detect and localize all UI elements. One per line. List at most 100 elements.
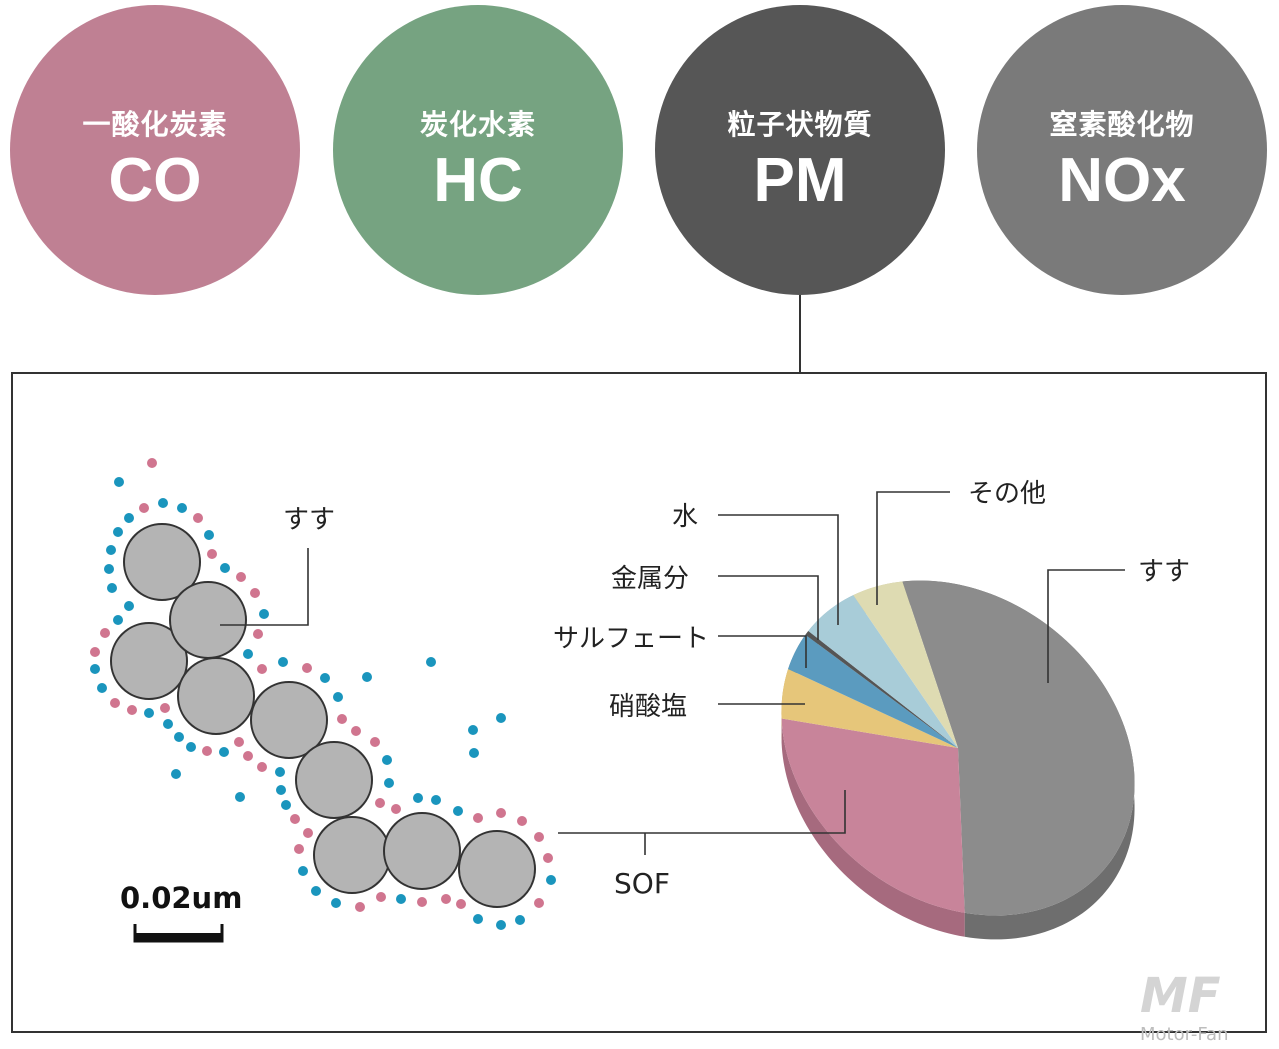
watermark-text: Motor-Fan — [1140, 1024, 1229, 1045]
blue-dot — [174, 732, 184, 742]
blue-dot — [413, 793, 423, 803]
pink-dot — [376, 892, 386, 902]
pie-slice-1 — [781, 718, 965, 913]
soot-sphere — [383, 812, 461, 890]
pie-chart — [781, 580, 1135, 916]
blue-dot — [220, 563, 230, 573]
soot-sphere — [295, 741, 373, 819]
pink-dot — [147, 458, 157, 468]
blue-dot — [311, 886, 321, 896]
blue-dot — [243, 649, 253, 659]
pie-slice-0 — [902, 580, 1135, 916]
pink-dot — [543, 853, 553, 863]
soot-sphere — [313, 816, 391, 894]
blue-dot — [177, 503, 187, 513]
pink-dot — [234, 737, 244, 747]
blue-dot — [186, 742, 196, 752]
pink-dot — [236, 572, 246, 582]
blue-dot — [275, 767, 285, 777]
blue-dot — [278, 657, 288, 667]
soot-particles — [110, 523, 536, 908]
blue-dot — [113, 615, 123, 625]
pink-dot — [253, 629, 263, 639]
pie-leaders — [558, 491, 1125, 855]
pink-dot — [193, 513, 203, 523]
blue-dot — [281, 800, 291, 810]
blue-dot — [235, 792, 245, 802]
blue-dot — [496, 713, 506, 723]
pink-dot — [202, 746, 212, 756]
blue-dot — [331, 898, 341, 908]
pie-slice-6 — [853, 581, 958, 748]
watermark-mark: MF — [1140, 968, 1221, 1024]
pie-label-metal: 金属分 — [611, 564, 689, 594]
pie-side-1 — [781, 718, 965, 937]
blue-dot — [473, 914, 483, 924]
leader-soot — [1047, 569, 1125, 683]
pollutant-co: 一酸化炭素 CO — [10, 5, 300, 295]
blue-dot — [97, 683, 107, 693]
leader-other — [876, 491, 950, 605]
pollutant-symbol: NOx — [1058, 146, 1186, 215]
pink-dot — [290, 814, 300, 824]
pink-dot — [243, 751, 253, 761]
pink-dot — [160, 703, 170, 713]
soot-sphere — [123, 523, 201, 601]
pink-dot — [207, 549, 217, 559]
pink-dot — [303, 828, 313, 838]
pie-label-sulfate: サルフェート — [553, 624, 709, 654]
pink-dot — [534, 832, 544, 842]
leader-sulfate — [718, 635, 807, 668]
pie-slice-3 — [788, 634, 958, 748]
blue-dot — [158, 498, 168, 508]
pie-label-sof: SOF — [614, 867, 670, 900]
blue-dot — [259, 609, 269, 619]
blue-dot — [144, 708, 154, 718]
pie-slice-4 — [805, 631, 958, 748]
pie-label-water: 水 — [672, 502, 698, 532]
blue-dot — [113, 527, 123, 537]
pollutant-symbol: HC — [433, 146, 523, 215]
pink-dot — [534, 898, 544, 908]
pink-dot — [110, 698, 120, 708]
soot-sphere — [250, 681, 328, 759]
blue-dot — [219, 747, 229, 757]
pink-dot — [257, 664, 267, 674]
blue-dot — [468, 725, 478, 735]
blue-dot — [453, 806, 463, 816]
soot-sphere — [110, 622, 188, 700]
blue-dot — [171, 769, 181, 779]
leader-sof — [558, 790, 846, 834]
scale-bar-fill — [135, 933, 222, 941]
scale-label: 0.02um — [120, 881, 242, 915]
pollutant-name: 一酸化炭素 — [82, 108, 228, 141]
blue-dot — [124, 513, 134, 523]
pollutant-name: 窒素酸化物 — [1049, 108, 1195, 141]
blue-dot — [124, 601, 134, 611]
blue-dot — [114, 477, 124, 487]
pollutant-hc: 炭化水素 HC — [333, 5, 623, 295]
blue-dot — [426, 657, 436, 667]
blue-dot — [546, 875, 556, 885]
pie-label-soot: すす — [1138, 557, 1190, 587]
pink-dot — [441, 894, 451, 904]
watermark-logo: MF Motor-Fan — [1140, 968, 1229, 1045]
pie-slice-5 — [808, 595, 958, 748]
pink-dot — [375, 798, 385, 808]
pink-dot — [355, 902, 365, 912]
blue-dot — [107, 583, 117, 593]
blue-dot — [320, 673, 330, 683]
leader-metal — [718, 575, 819, 640]
leader-water — [718, 514, 839, 625]
pie-label-other: その他 — [968, 479, 1046, 509]
pollutant-name: 炭化水素 — [419, 108, 536, 141]
pink-dot — [294, 844, 304, 854]
blue-dot — [515, 915, 525, 925]
pink-dot — [90, 647, 100, 657]
pollutant-nox: 窒素酸化物 NOx — [977, 5, 1267, 295]
pink-dot — [139, 503, 149, 513]
soot-sphere — [169, 581, 247, 659]
pollutant-pm: 粒子状物質 PM — [655, 5, 945, 295]
pink-dot — [370, 737, 380, 747]
